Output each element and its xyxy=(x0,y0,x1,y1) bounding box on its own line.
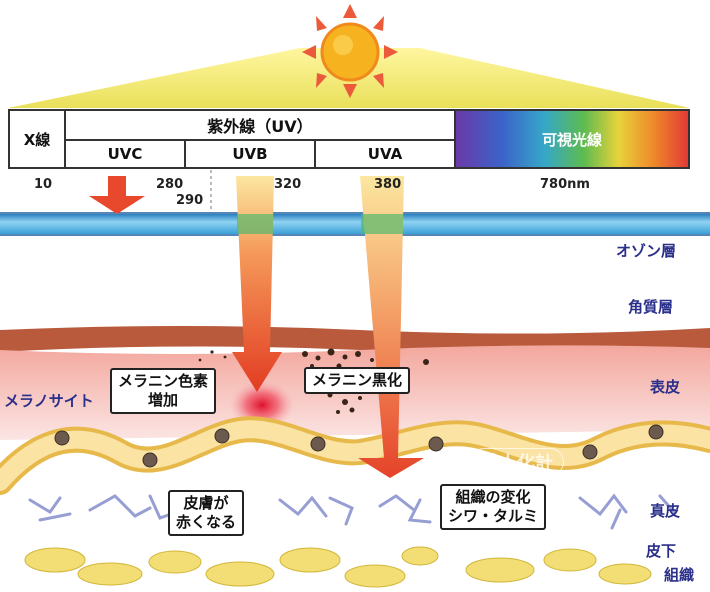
melanocyte-cells xyxy=(54,424,664,468)
uva-cell: UVA xyxy=(314,139,456,169)
tissue-line1: 組織の変化 xyxy=(455,488,531,506)
melanin-increase-line1: メラニン色素 xyxy=(118,372,209,390)
fat-tissue xyxy=(24,546,652,588)
wavelength-380: 380 xyxy=(374,177,402,192)
melanin-increase-callout: メラニン色素 増加 xyxy=(110,368,217,414)
melanocyte-label: メラノサイト xyxy=(4,392,94,410)
ozone-layer xyxy=(0,214,710,234)
wavelength-290: 290 xyxy=(176,193,204,208)
skin-redness-callout: 皮膚が 赤くなる xyxy=(168,490,245,536)
melanin-increase-line2: 増加 xyxy=(148,391,179,409)
redness-line1: 皮膚が xyxy=(183,494,229,512)
subcutis-label-line2: 組織 xyxy=(664,566,695,584)
uva-arrow xyxy=(358,176,424,478)
spectrum-bar: X線 紫外線（UV） UVC UVB UVA 可視光線 xyxy=(8,109,690,169)
uvb-cell: UVB xyxy=(184,139,316,169)
uvc-cell: UVC xyxy=(64,139,186,169)
tissue-line2: シワ・タルミ xyxy=(448,507,539,525)
dermis-label: 真皮 xyxy=(650,502,681,520)
subcutis-label-line1: 皮下 xyxy=(646,542,677,560)
wavelength-280: 280 xyxy=(156,177,184,192)
melanin-darken-callout: メラニン黒化 xyxy=(304,367,411,394)
wavelength-320: 320 xyxy=(274,177,302,192)
melanin-darken-text: メラニン黒化 xyxy=(312,371,403,389)
dermis-fibers xyxy=(28,493,676,530)
watermark-logo: 美人化計 xyxy=(470,448,564,476)
xray-cell: X線 xyxy=(8,109,66,169)
uvc-arrow xyxy=(89,176,145,214)
visible-light-cell: 可視光線 xyxy=(454,109,690,169)
epidermis-label: 表皮 xyxy=(650,378,681,396)
melanin-speckles xyxy=(198,348,429,414)
sun-icon xyxy=(302,4,398,98)
tissue-change-callout: 組織の変化 シワ・タルミ xyxy=(440,484,547,530)
ozone-label: オゾン層 xyxy=(616,242,677,260)
wavelength-780: 780nm xyxy=(540,177,590,192)
redness-line2: 赤くなる xyxy=(176,513,237,531)
uvb-arrow xyxy=(232,176,282,392)
stratum-corneum-label: 角質層 xyxy=(628,298,674,316)
wavelength-10: 10 xyxy=(34,177,53,192)
uv-header-cell: 紫外線（UV） xyxy=(64,109,456,141)
